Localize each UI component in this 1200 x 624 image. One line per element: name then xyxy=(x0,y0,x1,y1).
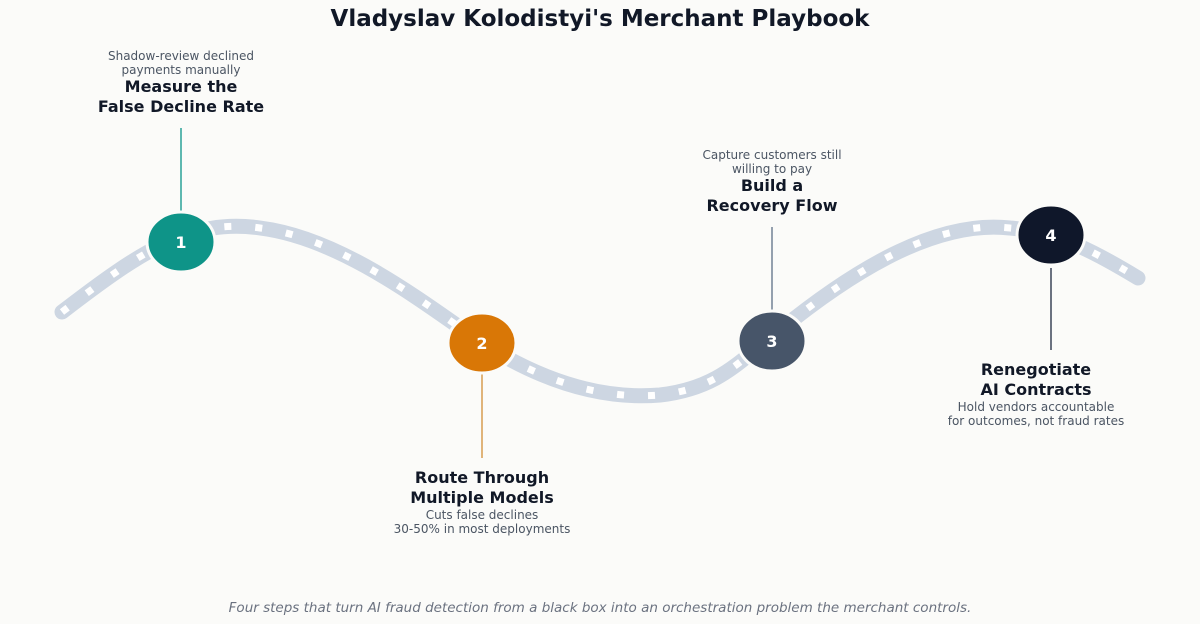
step-2-heading-line-2: Multiple Models xyxy=(410,488,554,507)
step-1-heading-line-1: Measure the xyxy=(124,77,238,96)
step-2-heading-line-1: Route Through xyxy=(414,468,550,487)
step-3-desc-line-1: Capture customers still xyxy=(702,148,842,162)
step-1-desc-line-2: payments manually xyxy=(121,63,241,77)
step-2-marker: 2 xyxy=(446,311,518,375)
step-3-label: Capture customers still willing to pay B… xyxy=(612,148,932,216)
step-4-heading-line-2: AI Contracts xyxy=(980,380,1092,399)
step-4-marker: 4 xyxy=(1015,203,1087,267)
step-2-label: Route Through Multiple Models Cuts false… xyxy=(322,468,642,536)
diagram-caption: Four steps that turn AI fraud detection … xyxy=(228,600,972,616)
road-dashes xyxy=(59,222,1140,400)
step-4-desc-line-1: Hold vendors accountable xyxy=(957,400,1115,414)
step-3-desc-line-2: willing to pay xyxy=(731,162,813,176)
step-4-label: Renegotiate AI Contracts Hold vendors ac… xyxy=(876,360,1196,428)
step-2-desc-line-1: Cuts false declines xyxy=(425,508,539,522)
step-4-heading-line-1: Renegotiate xyxy=(980,360,1092,379)
step-4-number: 4 xyxy=(1045,226,1056,245)
step-3-marker: 3 xyxy=(736,309,808,373)
page-title: Vladyslav Kolodistyi's Merchant Playbook xyxy=(330,6,870,32)
step-2-desc-line-2: 30-50% in most deployments xyxy=(393,522,571,536)
step-3-heading-line-1: Build a xyxy=(740,176,804,195)
step-1-desc-line-1: Shadow-review declined xyxy=(107,49,255,63)
step-3-number: 3 xyxy=(766,332,777,351)
step-4-desc-line-2: for outcomes, not fraud rates xyxy=(947,414,1125,428)
step-1-number: 1 xyxy=(175,233,186,252)
step-1-marker: 1 xyxy=(145,210,217,274)
step-1-heading-line-2: False Decline Rate xyxy=(97,97,265,116)
step-3-heading-line-2: Recovery Flow xyxy=(706,196,838,215)
step-2-number: 2 xyxy=(476,334,487,353)
step-1-label: Shadow-review declined payments manually… xyxy=(21,49,341,117)
